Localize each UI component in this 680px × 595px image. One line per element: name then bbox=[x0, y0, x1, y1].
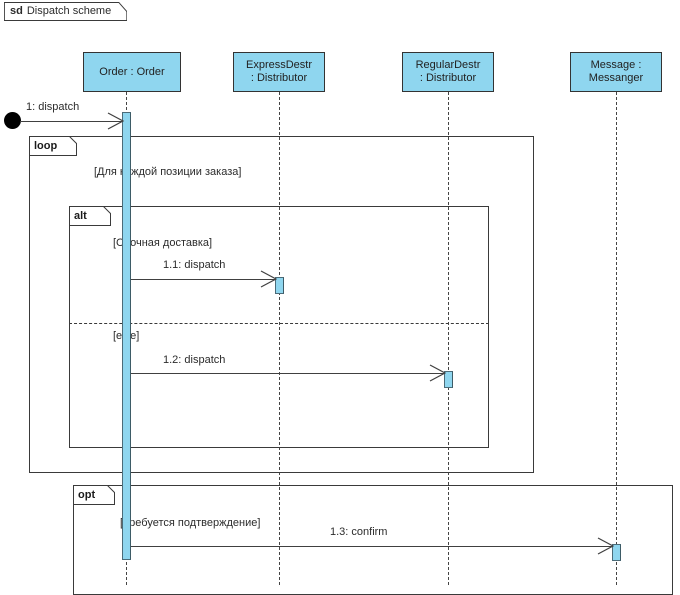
fragment-loop-operator-tab: loop bbox=[29, 136, 77, 156]
lifeline-head-order[interactable]: Order : Order bbox=[83, 52, 181, 92]
fragment-opt-tab-shape bbox=[73, 485, 115, 505]
diagram-frame-tab: sd Dispatch scheme bbox=[4, 2, 128, 21]
lifeline-head-express[interactable]: ExpressDestr : Distributor bbox=[233, 52, 325, 92]
fragment-loop[interactable] bbox=[29, 136, 534, 473]
message-arrowhead-1-2 bbox=[429, 364, 447, 382]
fragment-alt-operand-divider bbox=[69, 323, 489, 324]
lifeline-regular bbox=[448, 92, 449, 585]
start-node-dot bbox=[4, 112, 21, 129]
lifeline-head-express-line2: : Distributor bbox=[250, 72, 308, 84]
fragment-loop-tab-shape bbox=[29, 136, 77, 156]
activation-express[interactable] bbox=[275, 277, 284, 294]
lifeline-head-regular[interactable]: RegularDestr : Distributor bbox=[402, 52, 494, 92]
lifeline-head-order-line1: Order : Order bbox=[99, 65, 165, 78]
message-label-1-3: 1.3: confirm bbox=[330, 526, 388, 538]
fragment-opt-operator-label: opt bbox=[78, 488, 96, 501]
fragment-alt-operator-label: alt bbox=[74, 209, 87, 222]
fragment-alt[interactable] bbox=[69, 206, 489, 448]
fragment-loop-guard: [Для каждой позиции заказа] bbox=[94, 166, 242, 178]
activation-order[interactable] bbox=[122, 112, 131, 560]
fragment-opt-operator-tab: opt bbox=[73, 485, 115, 505]
message-line-1-1[interactable] bbox=[131, 279, 275, 280]
lifeline-head-messenger-line2: Messanger bbox=[588, 72, 644, 84]
lifeline-head-messenger[interactable]: Message : Messanger bbox=[570, 52, 662, 92]
lifeline-head-express-line1: ExpressDestr bbox=[245, 59, 313, 71]
lifeline-head-regular-line1: RegularDestr bbox=[415, 59, 481, 71]
message-label-1-2: 1.2: dispatch bbox=[163, 354, 226, 366]
fragment-opt-guard: [Требуется подтверждение] bbox=[120, 517, 261, 529]
fragment-alt-tab-shape bbox=[69, 206, 111, 226]
fragment-alt-guard: [Срочная доставка] bbox=[113, 237, 213, 249]
lifeline-messenger bbox=[616, 92, 617, 585]
message-line-1-2[interactable] bbox=[131, 373, 444, 374]
activation-messenger[interactable] bbox=[612, 544, 621, 561]
lifeline-head-messenger-line1: Message : bbox=[590, 59, 642, 71]
lifeline-head-regular-line2: : Distributor bbox=[419, 72, 477, 84]
fragment-loop-operator-label: loop bbox=[34, 139, 58, 152]
diagram-kind-keyword: sd bbox=[10, 5, 23, 17]
message-arrowhead-1-1 bbox=[260, 270, 278, 288]
activation-regular[interactable] bbox=[444, 371, 453, 388]
fragment-alt-operator-tab: alt bbox=[69, 206, 111, 226]
message-arrowhead-1 bbox=[107, 112, 125, 130]
message-label-1-1: 1.1: dispatch bbox=[163, 259, 226, 271]
message-label-1: 1: dispatch bbox=[26, 101, 80, 113]
fragment-opt[interactable] bbox=[73, 485, 673, 595]
diagram-title: Dispatch scheme bbox=[26, 5, 112, 17]
message-line-1[interactable] bbox=[20, 121, 122, 122]
diagram-frame-tab-shape bbox=[4, 2, 128, 21]
message-arrowhead-1-3 bbox=[597, 537, 615, 555]
message-line-1-3[interactable] bbox=[131, 546, 612, 547]
lifeline-express bbox=[279, 92, 280, 585]
